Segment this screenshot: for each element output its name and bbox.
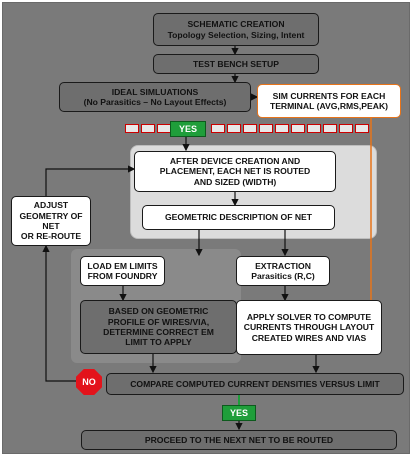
schematic-creation-title: SCHEMATIC CREATION [187, 19, 285, 30]
solver-box: APPLY SOLVER TO COMPUTE CURRENTS THROUGH… [236, 300, 382, 355]
no-label: NO [82, 377, 96, 387]
bar-segment [355, 124, 369, 133]
yes-top-label: YES [178, 124, 197, 134]
bar-segment [211, 124, 225, 133]
adjust-geometry-box: ADJUST GEOMETRY OF NET OR RE-ROUTE [11, 196, 91, 246]
bar-segment [243, 124, 257, 133]
extraction-box: EXTRACTION Parasitics (R,C) [236, 256, 330, 286]
flowchart-canvas: SCHEMATIC CREATION Topology Selection, S… [2, 2, 410, 454]
no-badge: NO [76, 369, 102, 395]
bar-segment [259, 124, 273, 133]
compare-title: COMPARE COMPUTED CURRENT DENSITIES VERSU… [130, 378, 380, 389]
arrow-adjust-after [45, 165, 136, 196]
proceed-box: PROCEED TO THE NEXT NET TO BE ROUTED [81, 430, 397, 450]
bar-segment [141, 124, 155, 133]
compare-box: COMPARE COMPUTED CURRENT DENSITIES VERSU… [106, 373, 404, 395]
test-bench-box: TEST BENCH SETUP [153, 54, 319, 74]
yes-bottom-badge: YES [222, 405, 256, 421]
bar-segment [125, 124, 139, 133]
schematic-creation-box: SCHEMATIC CREATION Topology Selection, S… [153, 13, 319, 46]
yes-bottom-label: YES [229, 408, 248, 418]
em-limit-title: BASED ON GEOMETRIC PROFILE OF WIRES/VIA,… [103, 306, 214, 348]
proceed-title: PROCEED TO THE NEXT NET TO BE ROUTED [144, 434, 334, 445]
ideal-sim-title: IDEAL SIMLUATIONS [111, 86, 199, 97]
bar-segment [227, 124, 241, 133]
bar-segment [307, 124, 321, 133]
ideal-sim-sub: (No Parasitics – No Layout Effects) [83, 97, 227, 107]
em-limit-box: BASED ON GEOMETRIC PROFILE OF WIRES/VIA,… [80, 300, 237, 354]
solver-title: APPLY SOLVER TO COMPUTE CURRENTS THROUGH… [243, 311, 375, 343]
adjust-geometry-title: ADJUST GEOMETRY OF NET OR RE-ROUTE [19, 200, 83, 242]
schematic-creation-sub: Topology Selection, Sizing, Intent [167, 29, 305, 40]
test-bench-title: TEST BENCH SETUP [193, 58, 279, 69]
bar-segment [339, 124, 353, 133]
bar-segment [275, 124, 289, 133]
yes-top-badge: YES [170, 121, 206, 137]
after-device-title: AFTER DEVICE CREATION AND PLACEMENT, EAC… [159, 155, 311, 187]
geometric-description-title: GEOMETRIC DESCRIPTION OF NET [164, 212, 313, 223]
extraction-sub: Parasitics (R,C) [251, 271, 315, 281]
extraction-title: EXTRACTION [255, 260, 311, 271]
arrow-sim-solver [370, 118, 378, 309]
load-em-title: LOAD EM LIMITS FROM FOUNDRY [87, 260, 158, 281]
arrow-no-adjust [42, 244, 76, 382]
sim-currents-box: SIM CURRENTS FOR EACH TERMINAL (AVG,RMS,… [257, 84, 401, 118]
after-device-box: AFTER DEVICE CREATION AND PLACEMENT, EAC… [134, 151, 336, 192]
bar-segment [291, 124, 305, 133]
geometric-description-box: GEOMETRIC DESCRIPTION OF NET [142, 205, 335, 230]
bar-segment [323, 124, 337, 133]
load-em-box: LOAD EM LIMITS FROM FOUNDRY [80, 256, 165, 286]
ideal-sim-box: IDEAL SIMLUATIONS (No Parasitics – No La… [59, 82, 251, 112]
decision-bar [125, 124, 381, 133]
sim-currents-title: SIM CURRENTS FOR EACH TERMINAL (AVG,RMS,… [269, 90, 389, 111]
